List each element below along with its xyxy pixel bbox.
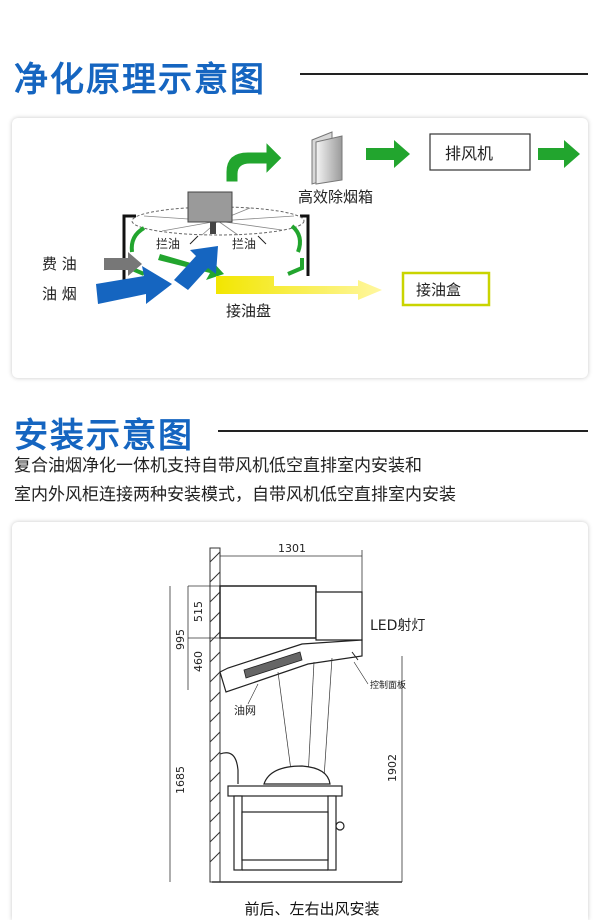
stove [219,752,345,871]
oil-net-grid [243,651,303,679]
dimension-floor-to-hood: 1685 [174,766,187,794]
dimension-total-upper: 995 [174,629,187,650]
control-panel-label: 控制面板 [370,679,406,691]
filter-box-label: 高效除烟箱 [298,188,373,206]
oil-box [401,271,491,307]
baffle-left-label: 拦油 [156,237,180,251]
oil-net-label: 油网 [234,703,256,717]
exhaust-fan-label: 排风机 [445,144,493,163]
filter-box-icon [311,131,343,185]
green-arrow-to-fan [366,140,410,168]
waste-oil-label: 费 油 [42,255,77,273]
oil-smoke-label: 油 烟 [42,285,77,303]
hood-body [315,591,363,641]
section-divider [300,73,588,75]
dimension-hood-height: 460 [192,651,205,672]
purification-principle-diagram: 高效除烟箱 排风机 拦油 拦油 接油盘 [42,131,580,320]
dimension-box-height: 515 [192,601,205,622]
led-light-label: LED射灯 [370,618,425,634]
blue-up-arrow [174,246,218,290]
electric-box [219,585,317,639]
green-arrow-left-up [129,226,146,253]
dimension-width-top: 1301 [278,542,306,555]
gray-input-arrow [104,252,142,276]
dimension-floor-to-light: 1902 [386,754,399,782]
green-arrow-right-down [287,258,304,276]
installation-description: 复合油烟净化一体机支持自带风机低空直排室内安装和 室内外风柜连接两种安装模式，自… [14,452,594,510]
green-arrow-right-up [290,224,302,253]
baffle-right-label: 拦油 [232,237,256,251]
green-curved-arrow [225,140,283,183]
principle-diagram-card: 高效除烟箱 排风机 拦油 拦油 接油盘 [12,118,588,378]
wall [209,547,221,883]
description-line: 室内外风柜连接两种安装模式，自带风机低空直排室内安装 [14,485,456,505]
description-line: 复合油烟净化一体机支持自带风机低空直排室内安装和 [14,456,422,476]
section-title-installation: 安装示意图 [14,416,194,456]
oil-tray-label: 接油盘 [226,302,271,320]
motor-icon [187,191,233,223]
installation-drawing: 1301 电箱 LED射灯 控制面板 油网 515 460 995 1685 1… [169,542,425,883]
oil-tray-arrow [216,276,382,300]
installation-drawing-card: 1301 电箱 LED射灯 控制面板 油网 515 460 995 1685 1… [12,522,588,920]
section-title-principle: 净化原理示意图 [14,60,266,100]
installation-caption: 前后、左右出风安装 [244,900,380,918]
green-arrow-out [538,140,580,168]
oil-box-label: 接油盒 [416,281,461,299]
exhaust-fan-box [429,133,531,171]
blue-smoke-arrow [96,266,172,304]
section-divider [218,430,588,432]
